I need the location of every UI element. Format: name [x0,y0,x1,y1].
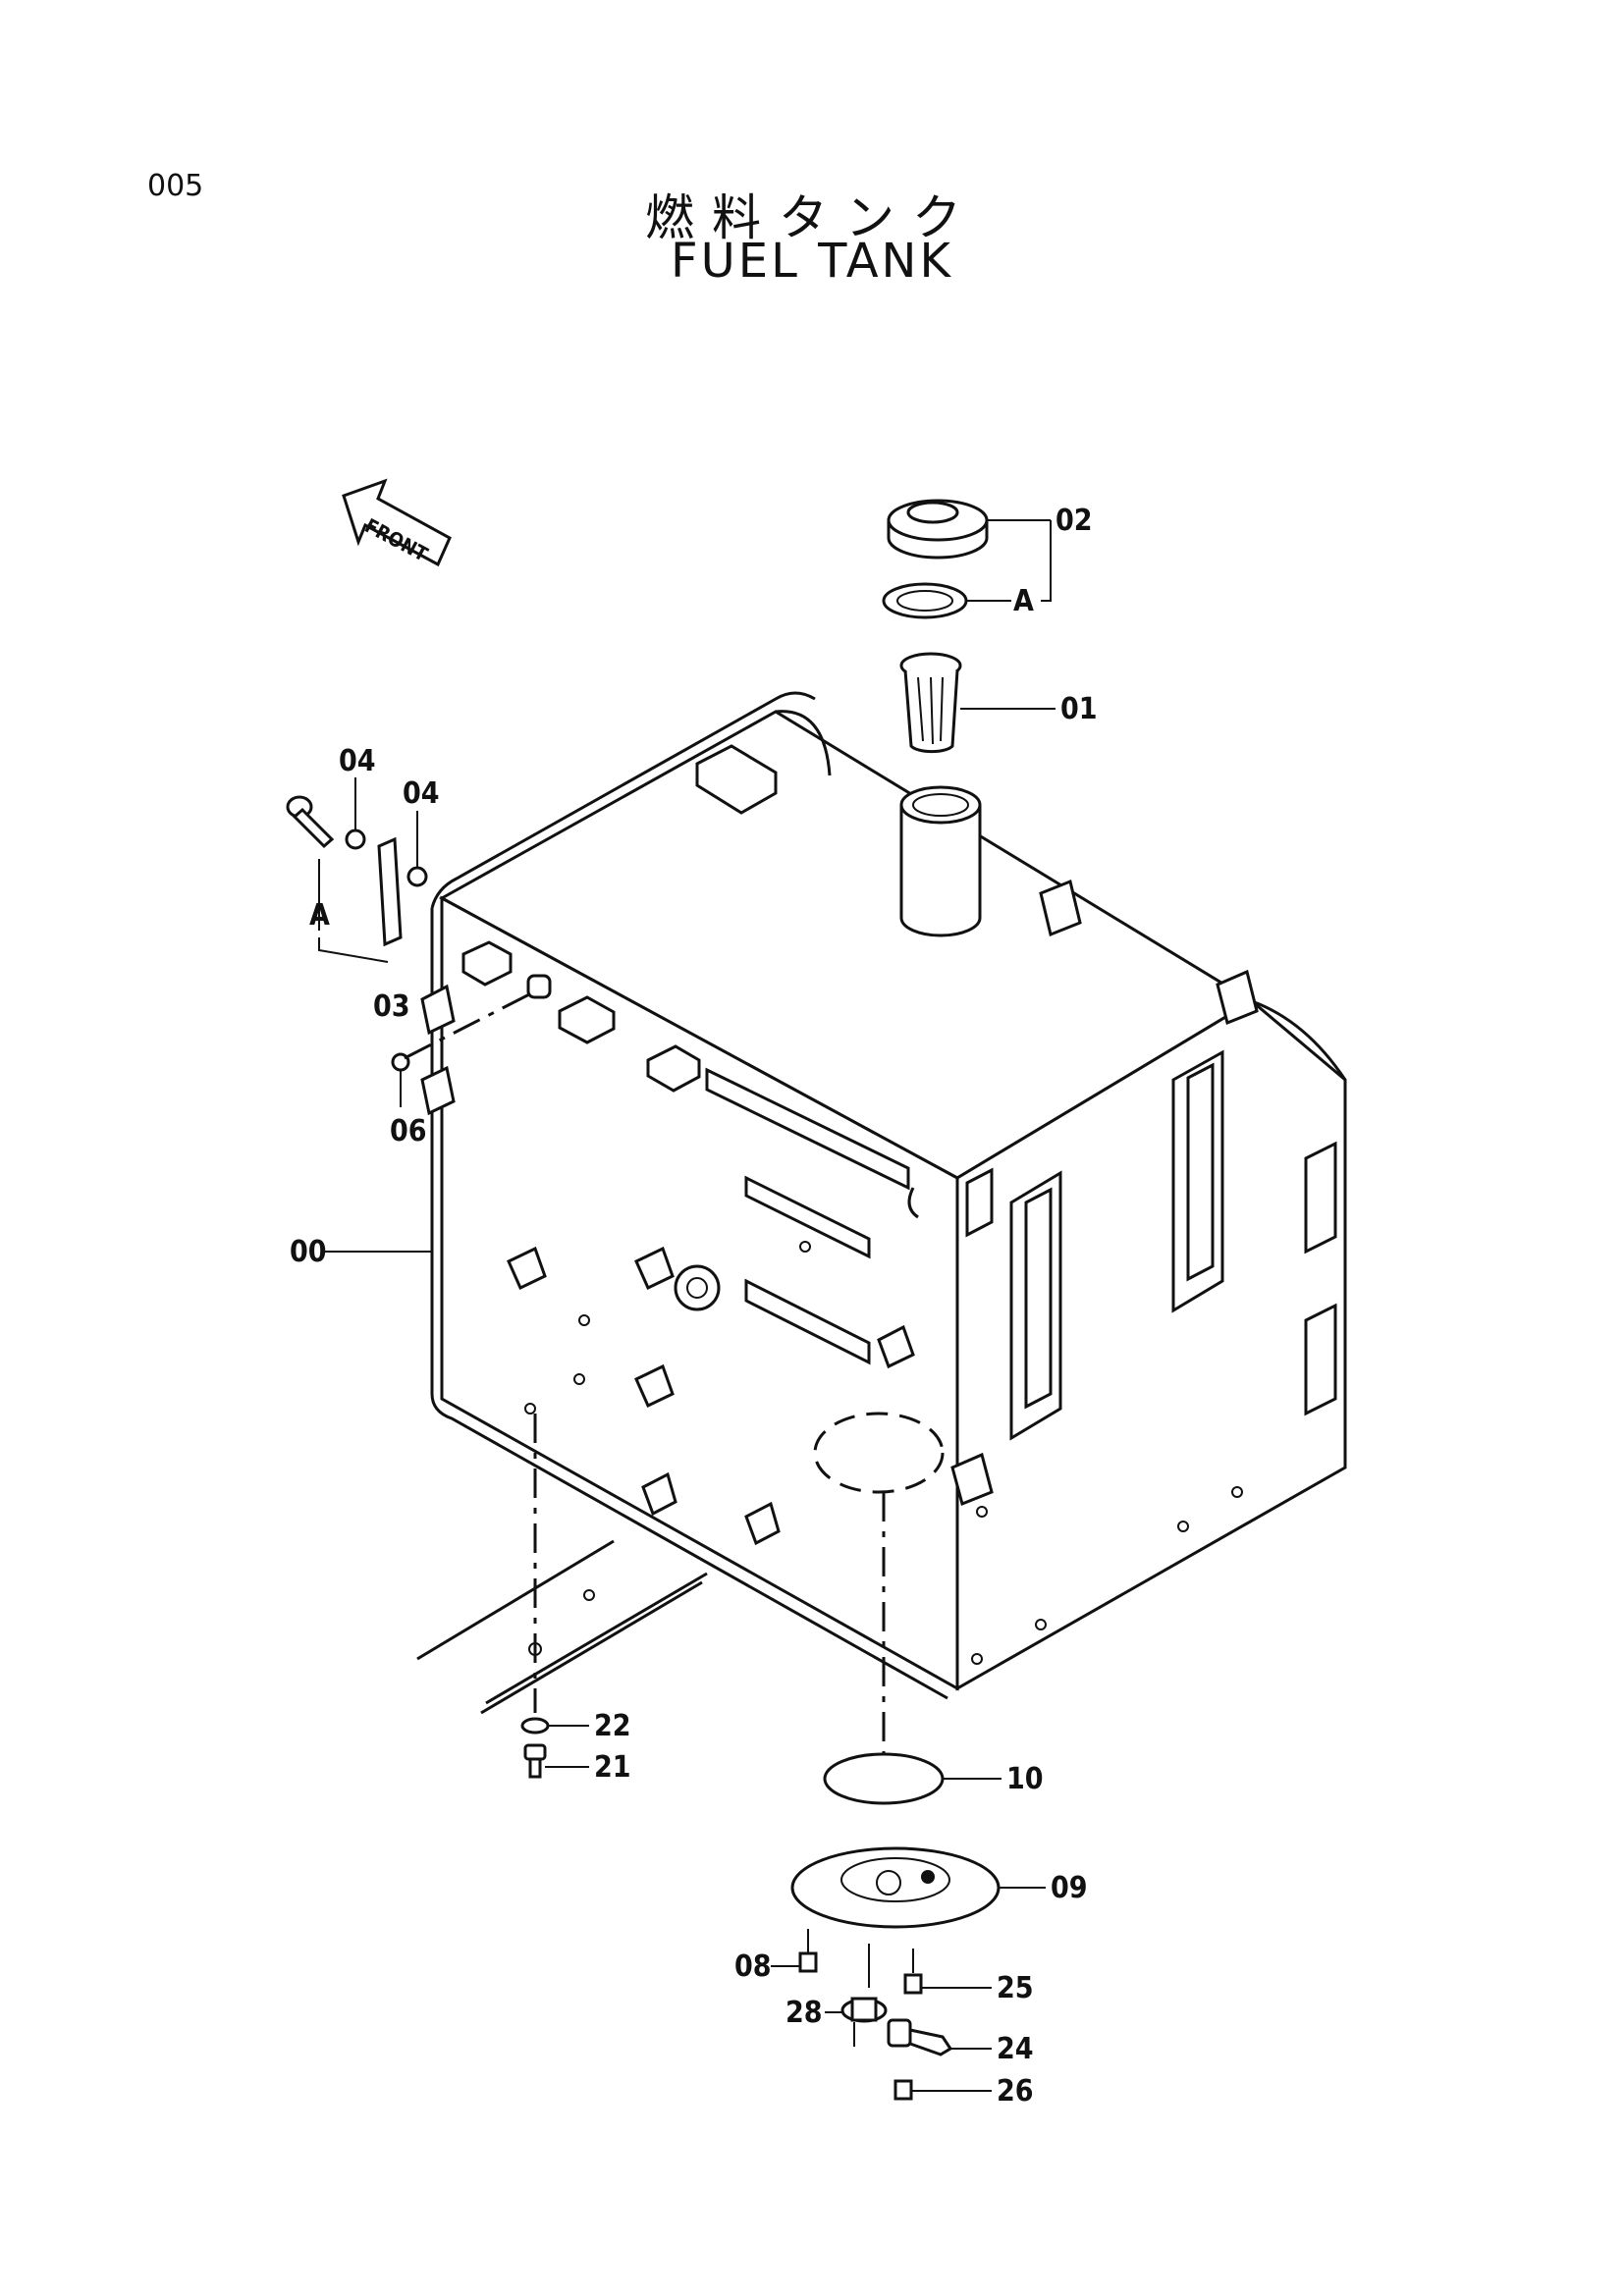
tank-brackets [420,744,1337,1665]
callout-00: 00 [290,1235,327,1269]
callout-a-gasket: A [1013,584,1034,618]
level-gauge [286,777,428,963]
ground-frame [416,1539,708,1715]
front-arrow-icon: FRONT [342,478,452,567]
mount-bolt [520,1414,589,1779]
strainer [899,652,1056,754]
title-japanese: 燃料タンク [645,189,979,246]
callout-26: 26 [997,2074,1034,2109]
callout-01: 01 [1060,692,1098,726]
page-number: 005 [147,169,204,203]
callout-09: 09 [1051,1871,1088,1905]
callout-24: 24 [997,2032,1034,2066]
callout-04-left: 04 [339,744,376,778]
drain-plug [391,974,552,1107]
callout-10: 10 [1006,1762,1044,1796]
bottom-cover [790,1492,1046,1929]
callout-03: 03 [373,989,410,1024]
drain-fittings [771,1929,992,2101]
callout-04-right: 04 [403,776,440,811]
callout-28: 28 [785,1996,823,2030]
callout-a-bolt: A [309,898,330,933]
callout-02: 02 [1056,504,1093,538]
callout-08: 08 [734,1949,772,1984]
callout-21: 21 [594,1750,631,1785]
callout-25: 25 [997,1971,1034,2005]
cap-gasket [882,582,1011,619]
filler-neck [899,785,982,937]
title-english: FUEL TANK [671,234,953,289]
fuel-cap [887,499,1052,602]
callout-06: 06 [390,1114,427,1148]
callout-22: 22 [594,1709,631,1743]
